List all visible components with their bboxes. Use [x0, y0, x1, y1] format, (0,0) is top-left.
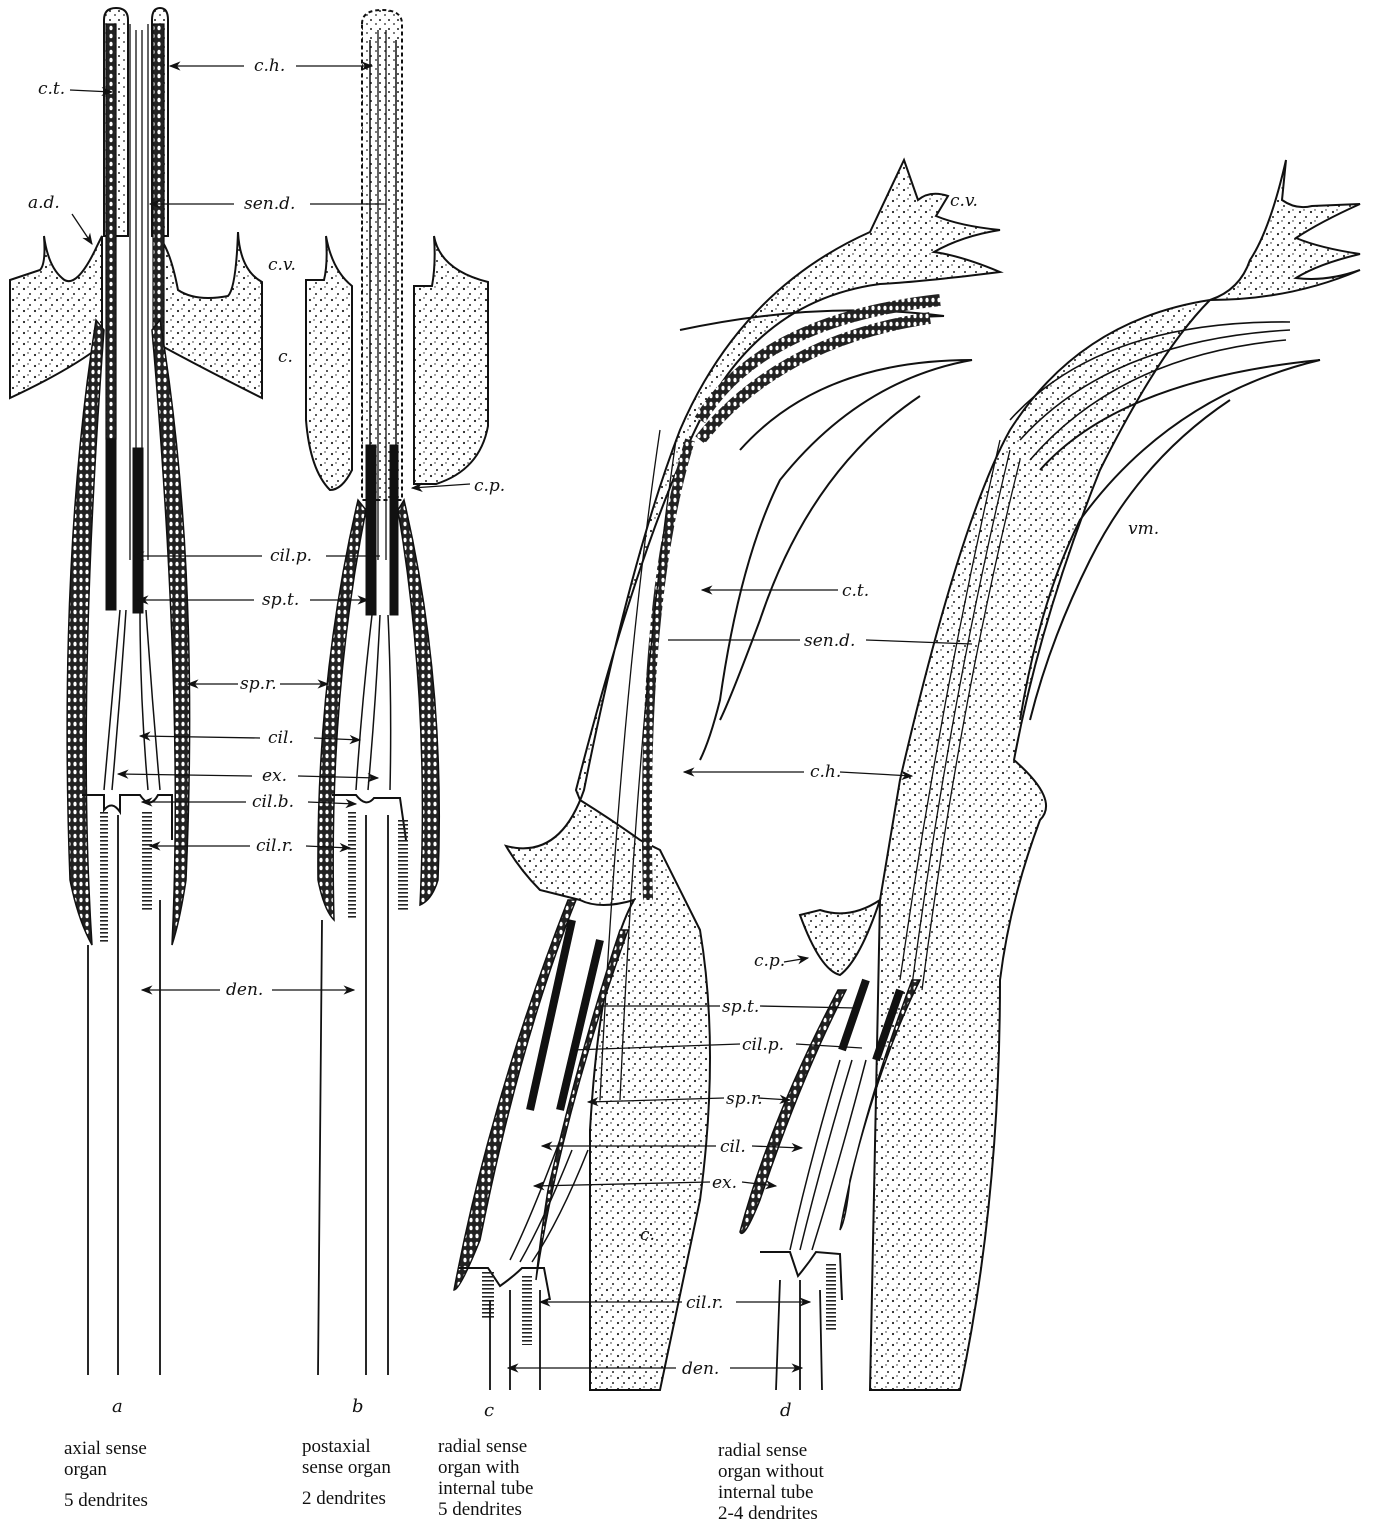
panel-a-drawing — [10, 8, 262, 1375]
dendrites-c — [490, 1290, 540, 1390]
label-send-ab: sen.d. — [244, 194, 295, 214]
label-c-c: c. — [640, 1225, 655, 1245]
panel-letter-c: c — [484, 1400, 494, 1421]
caption-b: postaxial sense organ 2 dendrites — [302, 1436, 391, 1509]
label-spt-ab: sp.t. — [262, 590, 299, 610]
caption-c-dendrites: 5 dendrites — [438, 1499, 534, 1520]
label-cv-ab: c.v. — [268, 255, 296, 275]
label-cilr-cd: cil.r. — [686, 1293, 723, 1313]
caption-b-line2: sense organ — [302, 1457, 391, 1478]
label-c-ab: c. — [278, 347, 293, 367]
label-spr-ab: sp.r. — [240, 674, 277, 694]
label-ex-ab: ex. — [262, 766, 287, 786]
panel-letter-d: d — [780, 1400, 792, 1421]
caption-d: radial sense organ without internal tube… — [718, 1440, 824, 1524]
label-cilp-ab: cil.p. — [270, 546, 312, 566]
caption-b-dendrites: 2 dendrites — [302, 1488, 391, 1509]
caption-a-dendrites: 5 dendrites — [64, 1490, 148, 1511]
spine-rod-a-right — [152, 320, 190, 945]
label-den-ab: den. — [226, 980, 263, 1000]
cilia-base-b — [332, 795, 406, 840]
panel-b-drawing — [306, 10, 488, 1375]
caption-c-line3: internal tube — [438, 1478, 534, 1499]
caption-a: axial sense organ 5 dendrites — [64, 1438, 148, 1511]
caption-a-line2: organ — [64, 1459, 148, 1480]
label-cp-d: c.p. — [754, 951, 785, 971]
caption-d-line3: internal tube — [718, 1482, 824, 1503]
label-ex-cd: ex. — [712, 1173, 737, 1193]
caption-d-dendrites: 2-4 dendrites — [718, 1503, 824, 1524]
label-cilb-ab: cil.b. — [252, 792, 294, 812]
label-cil-ab: cil. — [268, 728, 294, 748]
caption-d-line2: organ without — [718, 1461, 824, 1482]
panel-letter-a: a — [112, 1396, 123, 1417]
label-ch-cd: c.h. — [810, 762, 841, 782]
cilia-a — [104, 610, 160, 790]
label-spr-cd: sp.r. — [726, 1089, 763, 1109]
ciliary-pin-a — [106, 440, 116, 610]
panel-letter-b: b — [352, 1396, 364, 1417]
spine-rod-d — [740, 990, 846, 1233]
dendrites-d — [776, 1280, 822, 1390]
label-ad: a.d. — [28, 193, 60, 213]
label-den-cd: den. — [682, 1359, 719, 1379]
cuticle-b — [306, 236, 352, 490]
cuticular-tube-a — [106, 24, 116, 439]
caption-a-line1: axial sense — [64, 1438, 148, 1459]
label-cv-c: c.v. — [950, 191, 978, 211]
caption-c: radial sense organ with internal tube 5 … — [438, 1436, 534, 1520]
label-cp-b: c.p. — [474, 476, 505, 496]
label-ct-a: c.t. — [38, 79, 65, 99]
label-cil-cd: cil. — [720, 1137, 746, 1157]
label-spt-cd: sp.t. — [722, 997, 759, 1017]
spine-rod-c — [454, 900, 576, 1290]
label-ct-c: c.t. — [842, 581, 869, 601]
label-ch-ab: c.h. — [254, 56, 285, 76]
ciliary-pin-b — [366, 445, 376, 615]
label-vm-d: vm. — [1128, 519, 1159, 539]
spine-rod-a-left — [67, 320, 104, 945]
caption-b-line1: postaxial — [302, 1436, 391, 1457]
caption-c-line2: organ with — [438, 1457, 534, 1478]
label-send-cd: sen.d. — [804, 631, 855, 651]
caption-c-line1: radial sense — [438, 1436, 534, 1457]
caption-d-line1: radial sense — [718, 1440, 824, 1461]
label-cilp-cd: cil.p. — [742, 1035, 784, 1055]
spine-rod-b-left — [318, 500, 366, 920]
label-cilr-ab: cil.r. — [256, 836, 293, 856]
